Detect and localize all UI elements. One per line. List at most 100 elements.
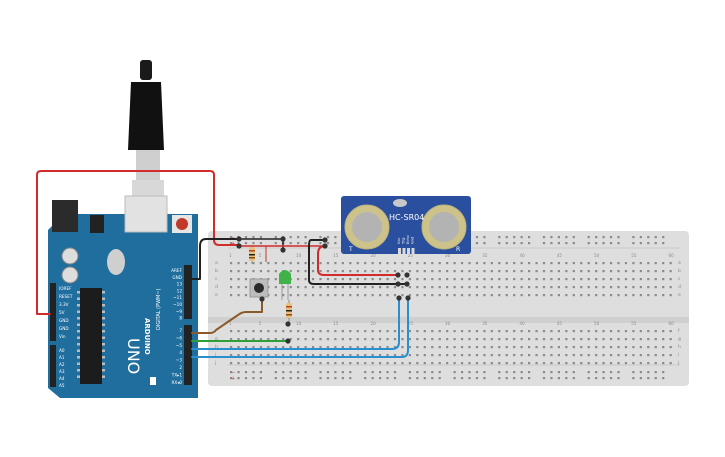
breadboard-hole[interactable] [244, 286, 248, 289]
breadboard-hole[interactable] [505, 338, 508, 341]
rail-hole[interactable] [513, 371, 516, 374]
breadboard-hole[interactable] [349, 330, 352, 333]
breadboard-hole[interactable] [364, 330, 367, 333]
breadboard-hole[interactable] [274, 294, 277, 297]
breadboard-hole[interactable] [609, 354, 613, 357]
rail-hole[interactable] [230, 377, 233, 380]
breadboard-hole[interactable] [393, 294, 397, 297]
breadboard-hole[interactable] [282, 362, 285, 365]
rail-hole[interactable] [259, 377, 262, 380]
breadboard-hole[interactable] [662, 294, 665, 297]
rail-hole[interactable] [483, 242, 486, 245]
breadboard-hole[interactable] [423, 354, 426, 357]
breadboard-hole[interactable] [602, 286, 605, 289]
breadboard-hole[interactable] [289, 286, 292, 289]
breadboard-hole[interactable] [446, 270, 449, 273]
breadboard-hole[interactable] [662, 362, 665, 365]
rail-hole[interactable] [416, 371, 419, 374]
breadboard-hole[interactable] [632, 262, 635, 265]
breadboard-hole[interactable] [669, 346, 672, 349]
rail-hole[interactable] [639, 236, 642, 239]
rail-hole[interactable] [542, 371, 546, 374]
breadboard-hole[interactable] [341, 278, 344, 281]
breadboard-hole[interactable] [379, 346, 382, 349]
breadboard-hole[interactable] [468, 330, 471, 333]
breadboard-hole[interactable] [304, 278, 307, 281]
breadboard-hole[interactable] [401, 330, 404, 333]
breadboard-hole[interactable] [230, 294, 233, 297]
breadboard-hole[interactable] [624, 338, 628, 341]
rail-hole[interactable] [453, 377, 456, 380]
breadboard-hole[interactable] [230, 338, 233, 341]
breadboard-hole[interactable] [632, 270, 635, 273]
rail-hole[interactable] [550, 236, 553, 239]
breadboard-hole[interactable] [505, 294, 508, 297]
breadboard-hole[interactable] [654, 354, 657, 357]
wire-brown-button[interactable] [191, 298, 263, 334]
breadboard-hole[interactable] [356, 278, 359, 281]
breadboard-hole[interactable] [401, 338, 404, 341]
breadboard-hole[interactable] [289, 354, 292, 357]
breadboard-hole[interactable] [513, 346, 516, 349]
breadboard-hole[interactable] [267, 354, 270, 357]
rail-hole[interactable] [475, 242, 479, 245]
breadboard-hole[interactable] [632, 362, 635, 365]
push-button[interactable] [249, 278, 269, 298]
breadboard-hole[interactable] [587, 362, 590, 365]
breadboard-hole[interactable] [624, 330, 628, 333]
breadboard-hole[interactable] [475, 346, 479, 349]
breadboard-hole[interactable] [460, 286, 464, 289]
sensor-pins[interactable] [398, 248, 415, 254]
rail-hole[interactable] [304, 377, 307, 380]
breadboard-hole[interactable] [326, 262, 330, 265]
rail-hole[interactable] [572, 377, 575, 380]
breadboard-hole[interactable] [460, 262, 464, 265]
rail-hole[interactable] [587, 236, 590, 239]
breadboard-hole[interactable] [490, 278, 493, 281]
breadboard-hole[interactable] [230, 286, 233, 289]
breadboard-hole[interactable] [453, 286, 456, 289]
rail-hole[interactable] [520, 236, 523, 239]
rail-hole[interactable] [609, 377, 613, 380]
breadboard-hole[interactable] [446, 262, 449, 265]
rail-hole[interactable] [237, 377, 240, 380]
rail-hole[interactable] [289, 242, 292, 245]
breadboard-hole[interactable] [483, 286, 486, 289]
rail-hole[interactable] [520, 242, 523, 245]
breadboard-hole[interactable] [595, 330, 598, 333]
rail-hole[interactable] [550, 377, 553, 380]
breadboard-hole[interactable] [557, 330, 560, 333]
breadboard-hole[interactable] [535, 294, 538, 297]
breadboard-hole[interactable] [513, 294, 516, 297]
breadboard-hole[interactable] [349, 278, 352, 281]
breadboard-hole[interactable] [528, 346, 531, 349]
breadboard-hole[interactable] [244, 278, 248, 281]
rail-hole[interactable] [475, 236, 479, 239]
rail-hole[interactable] [237, 371, 240, 374]
breadboard-hole[interactable] [654, 262, 657, 265]
rail-hole[interactable] [259, 371, 262, 374]
breadboard-hole[interactable] [386, 270, 389, 273]
rail-hole[interactable] [498, 377, 501, 380]
rail-hole[interactable] [647, 377, 650, 380]
rail-hole[interactable] [334, 242, 337, 245]
breadboard-hole[interactable] [244, 338, 248, 341]
breadboard-hole[interactable] [550, 262, 553, 265]
breadboard-hole[interactable] [565, 354, 568, 357]
breadboard-hole[interactable] [602, 294, 605, 297]
breadboard-hole[interactable] [669, 270, 672, 273]
rail-hole[interactable] [274, 371, 277, 374]
breadboard-hole[interactable] [230, 354, 233, 357]
breadboard-hole[interactable] [416, 278, 419, 281]
breadboard-hole[interactable] [580, 354, 583, 357]
rail-hole[interactable] [654, 242, 657, 245]
breadboard-hole[interactable] [572, 278, 575, 281]
rail-hole[interactable] [602, 242, 605, 245]
breadboard-hole[interactable] [326, 294, 330, 297]
breadboard-hole[interactable] [371, 286, 374, 289]
breadboard-hole[interactable] [475, 354, 479, 357]
breadboard-hole[interactable] [572, 286, 575, 289]
breadboard-hole[interactable] [341, 294, 344, 297]
breadboard-hole[interactable] [580, 286, 583, 289]
wire-black-sensor-gnd[interactable] [308, 239, 408, 285]
